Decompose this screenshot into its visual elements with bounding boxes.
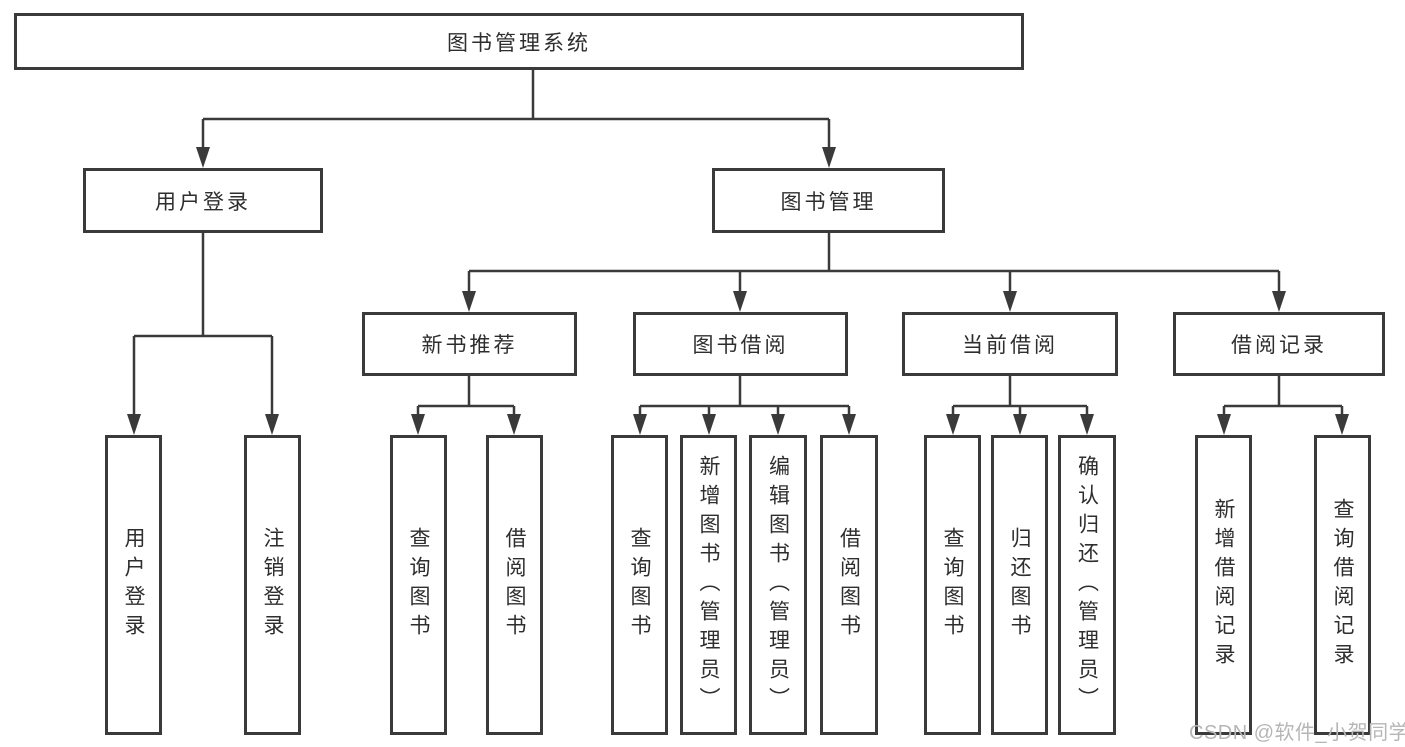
node-label: 图书管理 xyxy=(780,190,877,214)
node-label: 借阅记录 xyxy=(1231,334,1327,357)
node-book-management: 图书管理 xyxy=(712,168,945,233)
leaf-label: 确认归还（管理员） xyxy=(1075,454,1099,716)
leaf-label: 新增图书（管理员） xyxy=(697,454,720,716)
node-root-system: 图书管理系统 xyxy=(14,13,1024,70)
leaf-label: 查询图书 xyxy=(941,527,964,643)
node-label: 图书借阅 xyxy=(692,334,789,357)
leaf-borrow-books-recommend: 借阅图书 xyxy=(486,435,543,735)
leaf-query-borrow-record: 查询借阅记录 xyxy=(1314,435,1371,735)
node-label: 当前借阅 xyxy=(962,334,1058,357)
leaf-label: 查询图书 xyxy=(407,527,430,643)
leaf-add-borrow-record: 新增借阅记录 xyxy=(1195,435,1252,735)
arrowheads xyxy=(127,147,1349,435)
node-new-book-recommend: 新书推荐 xyxy=(362,312,577,376)
leaf-query-books-borrowing: 查询图书 xyxy=(611,435,668,735)
leaf-return-books: 归还图书 xyxy=(991,435,1048,735)
leaf-label: 归还图书 xyxy=(1008,527,1031,643)
leaf-label: 借阅图书 xyxy=(837,527,861,643)
leaf-label: 用户登录 xyxy=(122,527,145,643)
node-current-borrowing: 当前借阅 xyxy=(902,312,1118,376)
watermark: CSDN @软件_小贺同学 xyxy=(1189,722,1405,744)
leaf-label: 借阅图书 xyxy=(503,527,526,643)
leaf-edit-books-admin: 编辑图书（管理员） xyxy=(749,435,807,735)
leaf-label: 查询图书 xyxy=(628,527,651,643)
leaf-add-books-admin: 新增图书（管理员） xyxy=(680,435,737,735)
connector-rails xyxy=(132,69,1344,415)
leaf-query-books-recommend: 查询图书 xyxy=(390,435,447,735)
leaf-label: 查询借阅记录 xyxy=(1331,498,1354,672)
node-label: 图书管理系统 xyxy=(447,31,591,55)
leaf-label: 编辑图书（管理员） xyxy=(766,454,790,716)
leaf-label: 新增借阅记录 xyxy=(1212,498,1235,672)
node-book-borrowing: 图书借阅 xyxy=(633,312,848,376)
node-borrow-records: 借阅记录 xyxy=(1173,312,1385,376)
node-label: 新书推荐 xyxy=(421,334,518,357)
leaf-user-login: 用户登录 xyxy=(105,435,162,735)
leaf-confirm-return-admin: 确认归还（管理员） xyxy=(1058,435,1116,735)
leaf-borrow-books-borrowing: 借阅图书 xyxy=(820,435,878,735)
leaf-label: 注销登录 xyxy=(261,527,284,643)
node-label: 用户登录 xyxy=(155,190,251,214)
leaf-logout: 注销登录 xyxy=(244,435,301,735)
leaf-query-books-current: 查询图书 xyxy=(924,435,981,735)
node-user-login: 用户登录 xyxy=(83,168,323,233)
